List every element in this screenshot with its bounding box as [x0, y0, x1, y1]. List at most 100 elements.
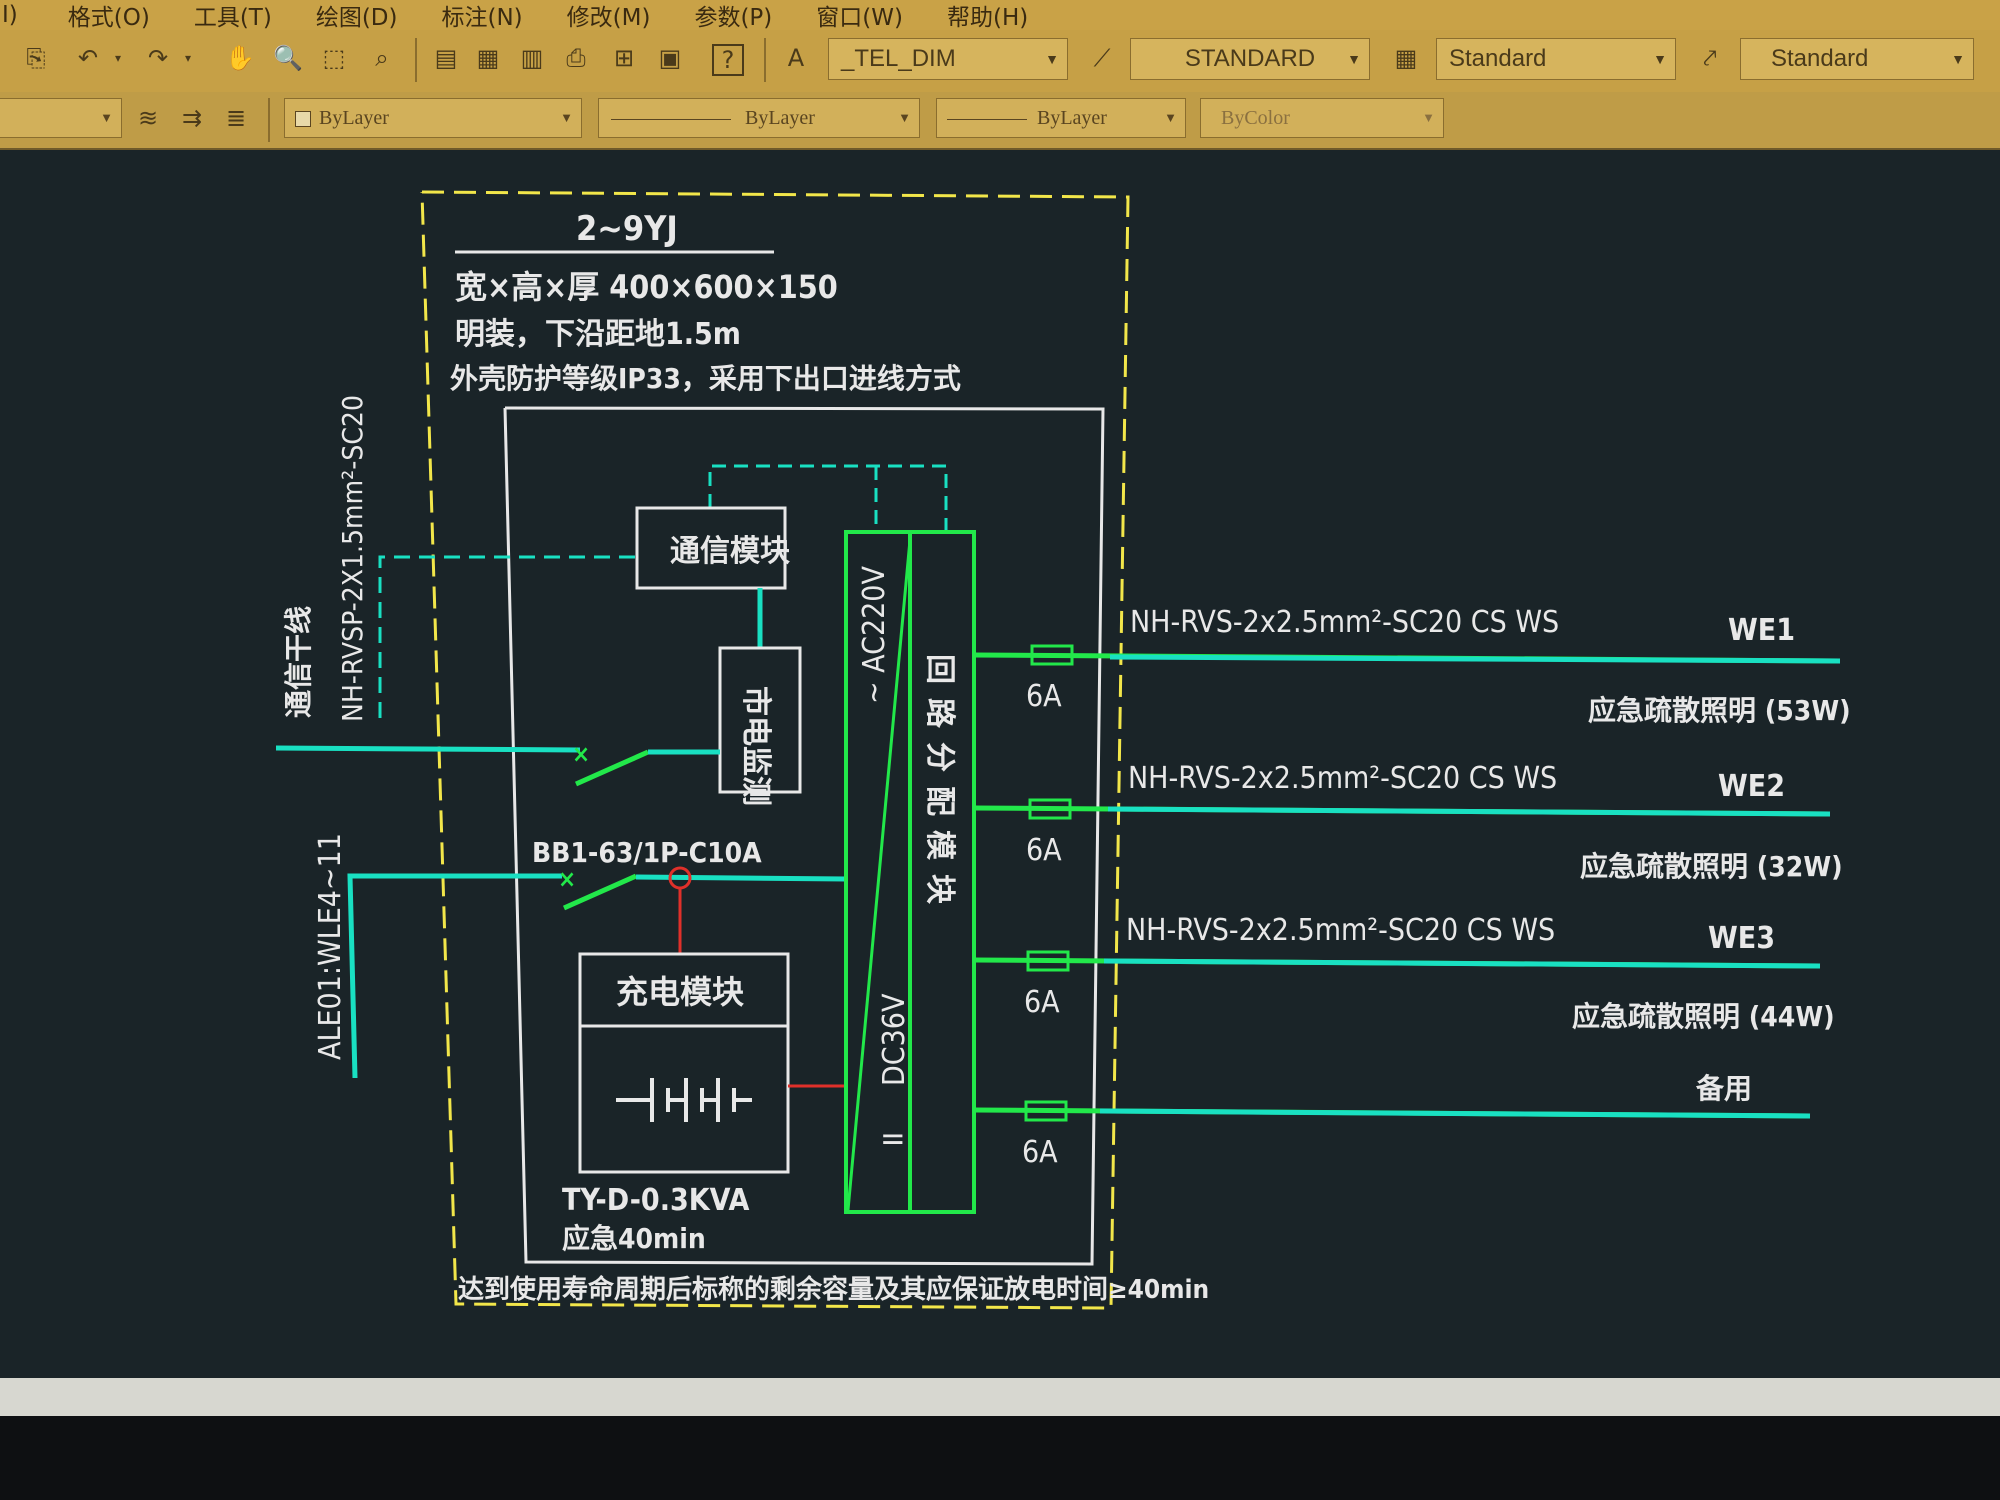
text-style-icon[interactable]: A: [787, 44, 805, 72]
inner-panel: [503, 406, 1105, 1266]
fuse-icon: [1028, 798, 1072, 820]
menu-bar: I) 格式(O) 工具(T) 绘图(D) 标注(N) 修改(M) 参数(P) 窗…: [0, 0, 2000, 31]
markup-icon[interactable]: ⊞: [613, 44, 635, 72]
battery-icon: [616, 1078, 752, 1122]
fuse-icon: [1026, 950, 1070, 972]
circuit-spare: 6A 备用: [973, 1072, 1811, 1170]
menu-item-dimension[interactable]: 标注(N): [441, 5, 523, 31]
table-style-combo[interactable]: Standard▼: [1436, 38, 1676, 80]
zoom-previous-icon[interactable]: ⌕: [375, 44, 389, 72]
circuit-load: 应急疏散照明 (44W): [1572, 1000, 1835, 1033]
multileader-style-icon[interactable]: ⤤: [1703, 44, 1717, 72]
circuit-we3: 6A NH-RVS-2x2.5mm²-SC20 CS WS WE3 应急疏散照明…: [973, 913, 1835, 1033]
drawing-canvas[interactable]: [0, 150, 2000, 1390]
dc-symbol: =: [880, 1119, 906, 1159]
table-style-icon[interactable]: ▦: [1394, 44, 1418, 72]
emergency-time: 应急40min: [562, 1222, 706, 1255]
circuit-we1: 6A NH-RVS-2x2.5mm²-SC20 CS WS WE1 应急疏散照明…: [973, 605, 1851, 727]
comm-module-label: 通信模块: [670, 534, 790, 569]
layer-previous-icon[interactable]: ≣: [225, 104, 247, 132]
menu-item-format[interactable]: 格式(O): [67, 5, 150, 31]
comm-module-box: [635, 506, 787, 590]
circuit-cable: NH-RVS-2x2.5mm²-SC20 CS WS: [1130, 605, 1559, 640]
redo-icon[interactable]: ↷: [147, 44, 169, 72]
menu-item-help[interactable]: 帮助(H): [946, 5, 1029, 31]
circuit-cable: NH-RVS-2x2.5mm²-SC20 CS WS: [1128, 761, 1557, 796]
undo-dropdown-icon[interactable]: ▾: [114, 51, 122, 65]
match-properties-icon[interactable]: ⎘: [26, 44, 46, 72]
zoom-window-icon[interactable]: ⬚: [322, 44, 346, 72]
ac-voltage-label: ~ AC220V: [857, 566, 892, 704]
circuit-we2: 6A NH-RVS-2x2.5mm²-SC20 CS WS WE2 应急疏散照明…: [973, 761, 1843, 883]
menu-item-window[interactable]: 窗口(W): [816, 5, 903, 31]
monitor-feed-x-mark: ×: [572, 740, 590, 768]
pan-icon[interactable]: ✋: [225, 44, 255, 72]
linetype-control-combo[interactable]: ByLayer▼: [598, 98, 920, 138]
incoming-label: ALE01:WLE4~11: [313, 833, 348, 1060]
footnote: 达到使用寿命周期后标称的剩余容量及其应保证放电时间≥40min: [458, 1274, 1209, 1305]
menu-item-parametric[interactable]: 参数(P): [694, 5, 773, 31]
comm-cable-label: NH-RVSP-2X1.5mm²-SC20: [336, 395, 369, 722]
comm-trunk-label: 通信干线: [282, 606, 315, 718]
wiring-diagram: 2~9YJ 宽×高×厚 400×600×150 明装，下沿距地1.5m 外壳防护…: [275, 190, 1851, 1310]
zoom-realtime-icon[interactable]: 🔍: [273, 44, 303, 72]
spec-dimensions: 宽×高×厚 400×600×150: [455, 268, 838, 306]
make-current-layer-icon[interactable]: ⇉: [181, 104, 203, 132]
redo-dropdown-icon[interactable]: ▾: [184, 51, 192, 65]
menu-item-tools[interactable]: 工具(T): [193, 5, 272, 31]
sheet-set-icon[interactable]: ⎙: [566, 44, 586, 72]
box-id: 2~9YJ: [576, 209, 678, 249]
design-center-icon[interactable]: ▦: [476, 44, 500, 72]
color-control-combo[interactable]: ByLayer▼: [284, 98, 582, 138]
fuse-rating: 6A: [1026, 833, 1062, 868]
spec-protection: 外壳防护等级IP33，采用下出口进线方式: [450, 362, 961, 395]
fuse-rating: 6A: [1024, 985, 1060, 1020]
breaker-x-mark: ×: [558, 865, 576, 893]
properties-icon[interactable]: ▤: [434, 44, 458, 72]
text-style-combo[interactable]: _TEL_DIM▼: [828, 38, 1068, 80]
converter-diagonal: [846, 539, 912, 1211]
dim-style-icon[interactable]: ⟋: [1093, 44, 1111, 72]
fuse-icon: [1030, 644, 1074, 666]
menu-item-partial[interactable]: I): [2, 2, 18, 28]
lineweight-control-combo[interactable]: ByLayer▼: [936, 98, 1186, 138]
circuit-load: 应急疏散照明 (53W): [1588, 694, 1851, 727]
screen-bezel: [0, 1416, 2000, 1500]
spec-mounting: 明装，下沿距地1.5m: [455, 317, 741, 352]
incoming-feeder-line: [347, 873, 562, 1079]
circuit-cable: NH-RVS-2x2.5mm²-SC20 CS WS: [1126, 913, 1555, 948]
battery-model: TY-D-0.3KVA: [562, 1183, 750, 1218]
charge-module-label: 充电模块: [616, 973, 744, 1011]
circuit-id: WE3: [1708, 921, 1775, 956]
comm-module-link: [708, 464, 948, 530]
circuit-id: WE1: [1728, 613, 1795, 648]
breaker-to-bus: [635, 874, 847, 882]
fuse-icon: [1024, 1100, 1068, 1122]
fuse-rating: 6A: [1026, 679, 1062, 714]
undo-icon[interactable]: ↶: [77, 44, 99, 72]
dim-style-combo[interactable]: STANDARD▼: [1130, 38, 1370, 80]
plotstyle-control-combo[interactable]: ByColor▼: [1200, 98, 1444, 138]
breaker-label: BB1-63/1P-C10A: [532, 836, 762, 869]
dc-voltage-label: DC36V: [877, 993, 912, 1086]
help-icon[interactable]: ?: [712, 44, 744, 76]
status-bar: [0, 1378, 2000, 1416]
monitor-feed-line: [275, 745, 581, 753]
comm-trunk-line: [378, 555, 637, 718]
circuit-load: 备用: [1695, 1072, 1752, 1105]
breaker-blade: [562, 873, 638, 911]
lineweight-preview: [947, 118, 1027, 120]
menu-item-modify[interactable]: 修改(M): [566, 5, 651, 31]
distribution-module-label: 回路分配模块: [922, 654, 957, 918]
multileader-style-combo[interactable]: Standard▼: [1740, 38, 1974, 80]
circuit-load: 应急疏散照明 (32W): [1580, 850, 1843, 883]
tool-palettes-icon[interactable]: ▥: [520, 44, 544, 72]
layer-states-icon[interactable]: ≋: [137, 104, 159, 132]
layer-combo[interactable]: ▼: [0, 98, 122, 138]
standard-toolbar: ⎘ ↶ ▾ ↷ ▾ ✋ 🔍 ⬚ ⌕ ▤ ▦ ▥ ⎙ ⊞ ▣ ? A _TEL_D…: [0, 30, 2000, 94]
charge-module-box: [578, 952, 790, 1174]
color-swatch-icon: [295, 111, 311, 128]
calculator-icon[interactable]: ▣: [658, 44, 682, 72]
menu-item-draw[interactable]: 绘图(D): [315, 5, 398, 31]
mains-monitor-box: [718, 646, 802, 794]
